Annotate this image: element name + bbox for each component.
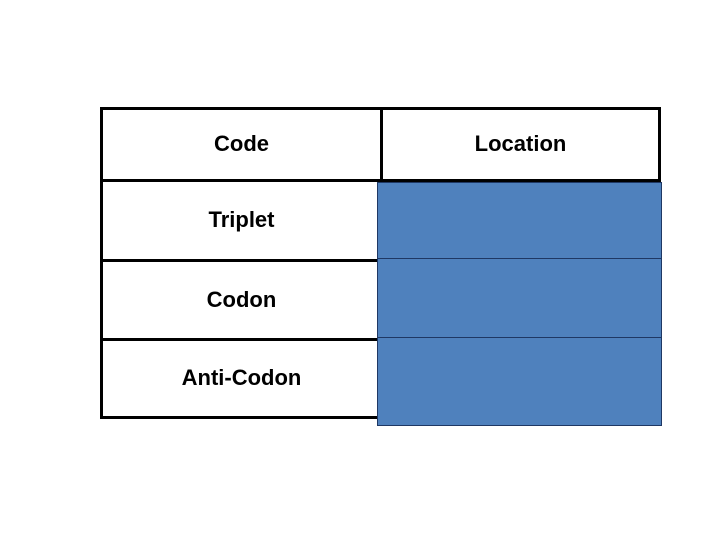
- answer-cover-rect-triplet: [377, 182, 662, 259]
- answer-cover-rect-anti-codon: [377, 337, 662, 426]
- cell-code-triplet: Triplet: [103, 182, 383, 262]
- cell-code-codon: Codon: [103, 262, 383, 341]
- column-header-code: Code: [103, 110, 383, 182]
- column-header-location: Location: [383, 110, 658, 182]
- answer-cover-rect-codon: [377, 258, 662, 338]
- cell-code-anti-codon: Anti-Codon: [103, 341, 383, 416]
